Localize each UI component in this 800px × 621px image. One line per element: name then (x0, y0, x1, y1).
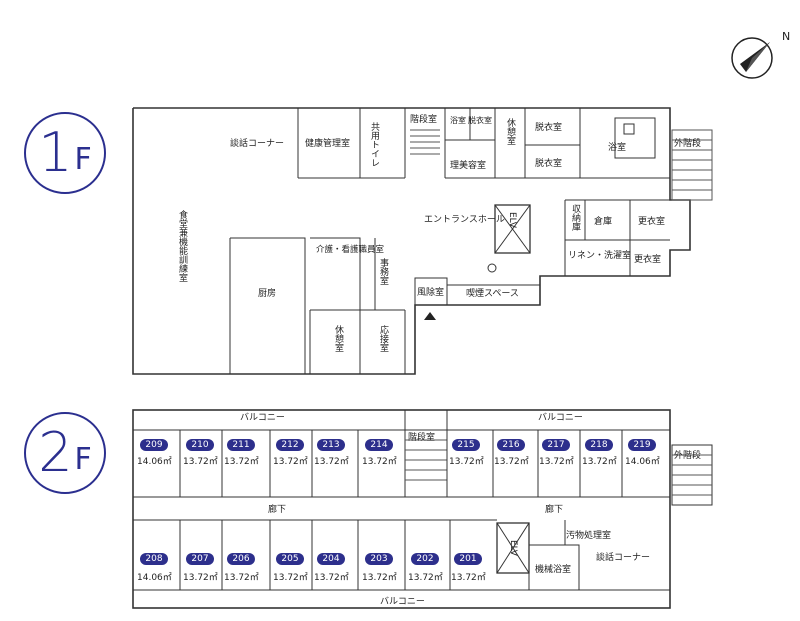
room-area: 13.72㎡ (362, 573, 397, 583)
room-area: 13.72㎡ (314, 573, 349, 583)
label-kenko: 健康管理室 (305, 137, 350, 149)
label-linen: リネン・洗濯室 (568, 249, 631, 261)
label-kikai-yoku: 機械浴室 (535, 563, 571, 575)
label-shokudo: 食堂兼機能訓練室 (177, 209, 188, 282)
room-number-badge: 203 (365, 553, 393, 565)
label-datsui-2: 脱衣室 (535, 157, 562, 169)
room-area: 13.72㎡ (273, 573, 308, 583)
room-area: 13.72㎡ (451, 573, 486, 583)
room-area: 13.72㎡ (449, 457, 484, 467)
room-area: 13.72㎡ (224, 573, 259, 583)
room-number-badge: 212 (276, 439, 304, 451)
room-number-badge: 202 (411, 553, 439, 565)
room-number-badge: 213 (317, 439, 345, 451)
label-riyo: 理美容室 (450, 159, 486, 171)
room-area: 14.06㎡ (137, 573, 172, 583)
label-kaidan-2f: 階段室 (408, 431, 435, 443)
floor-1-letter: F (74, 142, 92, 177)
room-area: 13.72㎡ (539, 457, 574, 467)
room-number-badge: 216 (497, 439, 525, 451)
label-datsui-small: 脱衣室 (468, 115, 492, 125)
floor-2-plan (132, 409, 713, 609)
label-chubo: 厨房 (258, 287, 276, 299)
room-number-badge: 206 (227, 553, 255, 565)
label-balcony-bottom: バルコニー (380, 596, 425, 607)
label-yoku-small: 浴室 (450, 115, 466, 125)
label-gaikaidan-2f: 外階段 (674, 449, 701, 461)
floor-1-plan (132, 107, 713, 375)
north-arrow-icon: N (731, 30, 790, 79)
room-number-badge: 218 (585, 439, 613, 451)
room-number-badge: 217 (542, 439, 570, 451)
label-osetsu: 応接室 (378, 324, 389, 352)
label-gaikaidan-1f: 外階段 (674, 137, 701, 149)
room-number-badge: 219 (628, 439, 656, 451)
entrance-marker-icon (424, 312, 436, 320)
label-koui-1: 更衣室 (638, 215, 665, 227)
label-elv-1f: ELV (507, 212, 517, 229)
room-number-badge: 210 (186, 439, 214, 451)
label-kaigo: 介護・看護職員室 (316, 244, 385, 255)
room-number-badge: 204 (317, 553, 345, 565)
label-koui-2: 更衣室 (634, 253, 661, 265)
room-area: 13.72㎡ (362, 457, 397, 467)
label-obutsu: 汚物処理室 (566, 529, 611, 541)
room-area: 13.72㎡ (408, 573, 443, 583)
label-danwa-1f: 談話コーナー (230, 137, 284, 149)
floor-2-number: 2 (38, 421, 73, 484)
room-number-badge: 214 (365, 439, 393, 451)
north-label: N (782, 30, 790, 43)
room-area: 13.72㎡ (582, 457, 617, 467)
label-shuno: 収納庫 (570, 203, 581, 232)
room-area: 13.72㎡ (314, 457, 349, 467)
room-number-badge: 205 (276, 553, 304, 565)
room-area: 13.72㎡ (224, 457, 259, 467)
room-number-badge: 201 (454, 553, 482, 565)
room-number-badge: 207 (186, 553, 214, 565)
label-datsui-1: 脱衣室 (535, 121, 562, 133)
room-number-badge: 211 (227, 439, 255, 451)
room-number-badge: 215 (452, 439, 480, 451)
label-danwa-2f: 談話コーナー (596, 551, 650, 563)
label-balcony-top-left: バルコニー (240, 412, 285, 423)
room-area: 13.72㎡ (494, 457, 529, 467)
label-jimu: 事務室 (378, 257, 389, 285)
room-area: 13.72㎡ (273, 457, 308, 467)
label-fujo: 風除室 (417, 286, 444, 298)
label-yoku: 浴室 (608, 141, 626, 153)
label-soko: 倉庫 (594, 215, 612, 227)
label-roka-right: 廊下 (545, 503, 563, 515)
room-number-badge: 209 (140, 439, 168, 451)
room-number-badge: 208 (140, 553, 168, 565)
label-kyukei-1f: 休憩室 (505, 117, 516, 145)
label-kyukei-2: 休憩室 (333, 324, 344, 352)
floor-1-badge: 1 F (24, 112, 106, 194)
label-kitsuen: 喫煙スペース (466, 287, 519, 299)
label-elv-2f: ELV (508, 540, 518, 557)
room-area: 13.72㎡ (183, 457, 218, 467)
label-kaidan-1f: 階段室 (410, 113, 437, 125)
label-balcony-top-right: バルコニー (538, 412, 583, 423)
room-area: 13.72㎡ (183, 573, 218, 583)
floor-2-badge: 2 F (24, 412, 106, 494)
floor-2-letter: F (74, 442, 92, 477)
room-area: 14.06㎡ (625, 457, 660, 467)
label-roka-left: 廊下 (268, 503, 286, 515)
floor-1-number: 1 (38, 121, 73, 184)
label-entrance: エントランスホール (424, 214, 505, 225)
label-kyoyo-toilet: 共用トイレ (369, 122, 380, 167)
room-area: 14.06㎡ (137, 457, 172, 467)
